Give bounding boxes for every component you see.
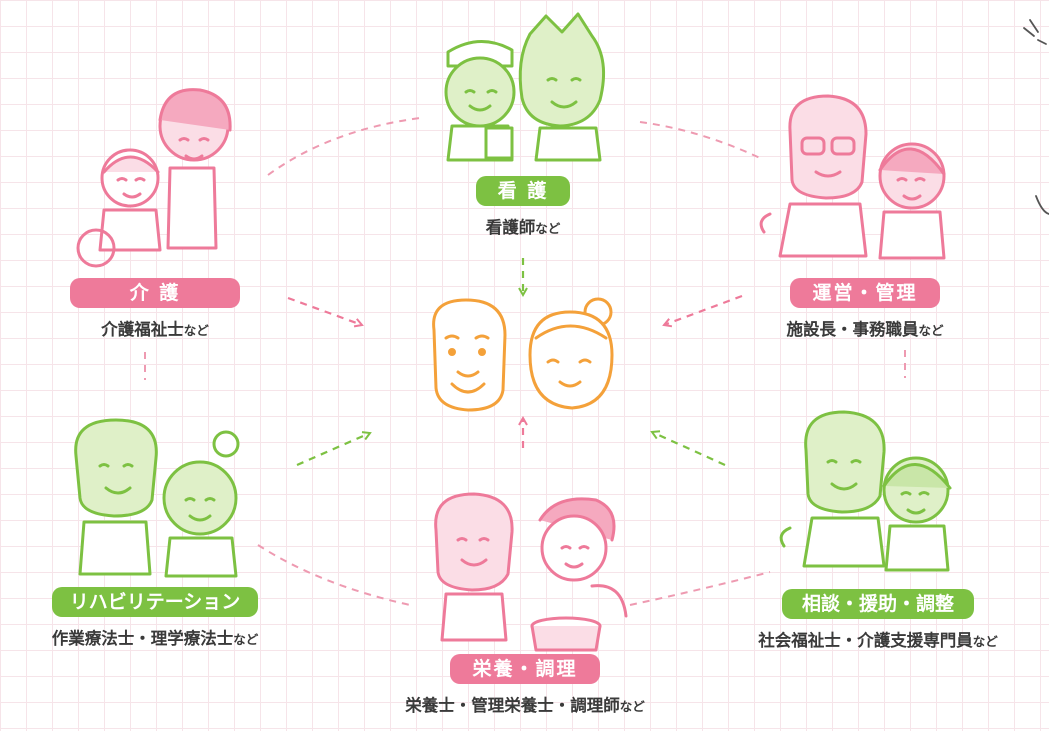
role-management-desc-main: 施設長・事務職員 bbox=[786, 320, 919, 339]
social-workers-icon bbox=[779, 410, 952, 572]
therapists-icon bbox=[74, 418, 240, 578]
link-nutrition-consult bbox=[629, 571, 771, 606]
role-nursing-desc-suffix: など bbox=[535, 221, 561, 236]
link-nursing-management bbox=[639, 121, 761, 159]
role-rehabilitation-desc: 作業療法士・理学療法士など bbox=[10, 625, 300, 649]
role-rehabilitation-label: リハビリテーション bbox=[51, 587, 259, 617]
role-rehabilitation-desc-suffix: など bbox=[233, 632, 259, 647]
link-rehab-nutrition bbox=[257, 544, 411, 606]
role-management-desc: 施設長・事務職員など bbox=[745, 316, 985, 340]
manager-and-office-clerk-icon bbox=[759, 94, 946, 260]
role-consultation-desc-main: 社会福祉士・介護支援専門員 bbox=[758, 631, 973, 650]
nurse-and-male-nurse-icon bbox=[444, 12, 606, 162]
arrow-from-management bbox=[664, 294, 743, 325]
role-nutrition-desc-suffix: など bbox=[619, 699, 645, 714]
link-care-nursing bbox=[267, 117, 421, 176]
role-care-desc: 介護福祉士など bbox=[55, 316, 255, 340]
role-consultation: 相談・援助・調整 社会福祉士・介護支援専門員など bbox=[710, 589, 1046, 651]
role-nutrition-desc: 栄養士・管理栄養士・調理師など bbox=[355, 692, 695, 716]
caregiver-with-wheelchair-elder-icon bbox=[76, 88, 232, 268]
role-nursing: 看 護 看護師など bbox=[423, 176, 623, 238]
role-care-desc-suffix: など bbox=[183, 323, 209, 338]
role-nursing-label: 看 護 bbox=[475, 176, 571, 206]
role-nursing-desc-main: 看護師 bbox=[485, 218, 536, 237]
role-care: 介 護 介護福祉士など bbox=[55, 278, 255, 340]
decorative-marks bbox=[1023, 19, 1049, 215]
role-nutrition-label: 栄養・調理 bbox=[450, 654, 600, 684]
role-nursing-desc: 看護師など bbox=[423, 214, 623, 238]
arrow-from-consult bbox=[652, 432, 726, 467]
chef-and-cook-icon bbox=[434, 492, 628, 652]
role-care-desc-main: 介護福祉士 bbox=[101, 320, 184, 339]
role-consultation-desc: 社会福祉士・介護支援専門員など bbox=[710, 627, 1046, 651]
role-consultation-desc-suffix: など bbox=[972, 634, 998, 649]
role-care-label: 介 護 bbox=[69, 278, 241, 308]
role-management-desc-suffix: など bbox=[918, 323, 944, 338]
role-nutrition-desc-main: 栄養士・管理栄養士・調理師 bbox=[405, 696, 620, 715]
arrow-from-rehab bbox=[296, 433, 370, 467]
connecting-lines bbox=[144, 117, 906, 606]
arrow-from-care bbox=[287, 296, 362, 325]
role-rehabilitation-desc-main: 作業療法士・理学療法士 bbox=[51, 629, 234, 648]
role-management-label: 運営・管理 bbox=[790, 278, 940, 308]
elderly-couple-icon bbox=[432, 297, 614, 412]
role-rehabilitation: リハビリテーション 作業療法士・理学療法士など bbox=[10, 587, 300, 649]
role-nutrition: 栄養・調理 栄養士・管理栄養士・調理師など bbox=[355, 654, 695, 716]
role-consultation-label: 相談・援助・調整 bbox=[781, 589, 974, 619]
role-management: 運営・管理 施設長・事務職員など bbox=[745, 278, 985, 340]
arrows-to-center bbox=[287, 258, 743, 467]
